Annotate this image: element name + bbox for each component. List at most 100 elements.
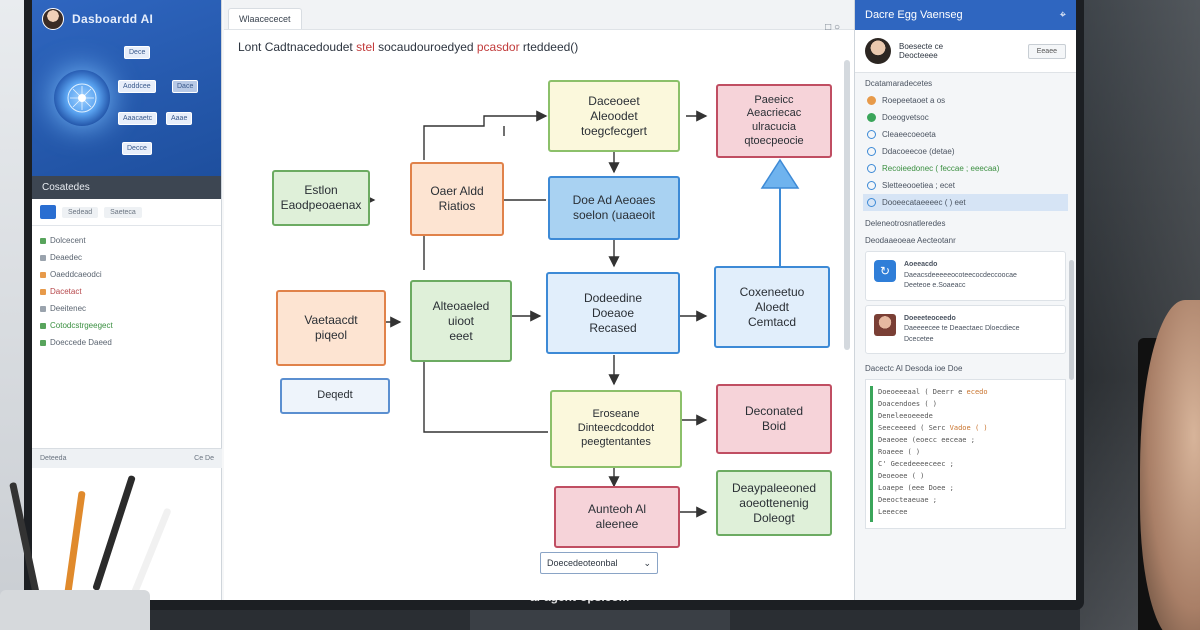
code-line: Deoeoee ( ) (878, 472, 925, 480)
file-tree: Dolcecent Deaedec Oaeddcaeodci Dacetact … (32, 226, 221, 357)
left-toolbar: Sedead Saeteca (32, 199, 221, 226)
refresh-icon: ↻ (874, 260, 896, 282)
node-response-handler[interactable]: Eroseane Dinteecdcoddot peegtentantes (550, 390, 682, 468)
code-line: Doacendoes ( ) (878, 400, 938, 408)
left-footer: Deteeda Ce De (32, 448, 222, 468)
list-item[interactable]: Doeogvetsoc (863, 109, 1068, 126)
list-item[interactable]: Roepeetaoet a os (863, 92, 1068, 109)
tree-item[interactable]: Cotodcstrgeegect (40, 317, 213, 334)
list-item[interactable]: Sletteeooetiea ; ecet (863, 177, 1068, 194)
node-validate[interactable]: Vaetaacdt piqeol (276, 290, 386, 366)
code-line: Seeceeeed ( Serc Vadoe ( ) (878, 424, 988, 432)
node-allocated[interactable]: Alteoaeled uioot eeet (410, 280, 512, 362)
left-sidebar: Dasboardd AI Dece Aoddcee Dace Aaacaetc … (32, 0, 222, 600)
canvas-window-icons[interactable]: □ ○ (825, 22, 840, 33)
card-body: Daeacsdeeeeeocoteecocdeccoocae Deeteoe e… (904, 271, 1017, 290)
canvas-dropdown[interactable]: Doecedeoteonbal ⌄ (540, 552, 658, 574)
mini-node[interactable]: Dece (124, 46, 151, 59)
brand-avatar (42, 8, 64, 30)
footer-controls[interactable]: Ce De (194, 455, 214, 462)
tree-item[interactable]: Dacetact (40, 283, 213, 300)
tree-item[interactable]: Deeitenec (40, 300, 213, 317)
tab-workflow[interactable]: Wlaacececet (228, 8, 302, 29)
mini-node[interactable]: Aaacaetc (118, 112, 158, 125)
canvas-scrollbar[interactable] (844, 60, 850, 350)
code-line: Roaeee ( ) (878, 448, 921, 456)
list-item[interactable]: Recoieedonec ( feccae ; eeecaa) (863, 160, 1068, 177)
code-line: Deaeoee (eoecc eeceae ; (878, 436, 975, 444)
status-icon (40, 254, 46, 261)
app-brand[interactable]: Dasboardd AI (32, 0, 221, 38)
avatar (874, 313, 896, 336)
activity-card[interactable]: Doeeeteoceedo Daeeeecee te Deaectaec Dlo… (865, 304, 1066, 354)
right-header: Dacre Egg Vaenseg ⌖ (855, 0, 1076, 30)
activity-card[interactable]: ↻ Aoeeacdo Daeacsdeeeeeocoteecocdeccooca… (865, 251, 1066, 301)
user-name: Boesecte ce Deocteeee (899, 42, 944, 60)
monitor-stand (470, 610, 730, 630)
tree-item[interactable]: Doeccede Daeed (40, 334, 213, 351)
code-line: Doeoeeeaal ( Deerr e ecedo (878, 388, 988, 396)
toolbar-chip[interactable]: Sedead (62, 206, 99, 218)
avatar[interactable] (865, 38, 891, 64)
mini-node[interactable]: Aoddcee (118, 80, 156, 93)
screen: Dasboardd AI Dece Aoddcee Dace Aaacaetc … (32, 0, 1076, 600)
node-deployment[interactable]: Deaypaleeoned aoeottenenig Doleogt (716, 470, 832, 536)
tree-item[interactable]: Oaeddcaeodci (40, 266, 213, 283)
code-line: Leeecee (878, 508, 908, 516)
status-icon (867, 198, 876, 207)
status-icon (40, 288, 46, 295)
new-item-button[interactable] (40, 205, 56, 219)
app-title: Dasboardd AI (72, 12, 154, 26)
node-connector[interactable]: Coxeneetuo Aloedt Cemtacd (714, 266, 830, 348)
card-body: Daeeeecee te Deaectaec Dloecdiece Dcecet… (904, 325, 1020, 343)
code-line: C' Gecedeeeeceec ; (878, 460, 954, 468)
diagram-canvas[interactable]: Wlaacececet □ ○ Lont Cadtnacedoudet stel… (224, 0, 854, 600)
status-icon (867, 147, 876, 156)
status-icon (40, 305, 46, 312)
status-icon (867, 164, 876, 173)
right-scrollbar[interactable] (1069, 260, 1074, 380)
status-icon (40, 271, 46, 278)
left-section-title: Cosatedes (32, 176, 221, 199)
pin-icon[interactable]: ⌖ (1059, 8, 1066, 21)
canvas-heading: Lont Cadtnacedoudet stel socaudouroedyed… (238, 40, 579, 54)
card-title: Aoeeacdo (904, 261, 938, 268)
node-decision[interactable]: Dodeedine Doeaoe Recased (546, 272, 680, 354)
tab-bar: Wlaacececet (224, 0, 854, 30)
tree-item[interactable]: Deaedec (40, 249, 213, 266)
monitor: Dasboardd AI Dece Aoddcee Dace Aaacaetc … (24, 0, 1084, 610)
code-line: Deeocteaeuae ; (878, 496, 938, 504)
tree-item[interactable]: Dolcecent (40, 232, 213, 249)
mini-node[interactable]: Dace (172, 80, 199, 93)
code-panel[interactable]: Doeoeeeaal ( Deerr e ecedo Doacendoes ( … (865, 379, 1066, 529)
status-icon (867, 96, 876, 105)
node-processing[interactable]: Paeeicc Aeacriecac ulracucia qtoecpeocie (716, 84, 832, 158)
node-api-access[interactable]: Doe Ad Aeoaes soelon (uaaeoit (548, 176, 680, 240)
node-start[interactable]: Estlon Eaodpeoaenax (272, 170, 370, 226)
list-item[interactable]: Ddacoeecoe (detae) (863, 143, 1068, 160)
node-auth-ai[interactable]: Aunteoh Al aleenee (554, 486, 680, 548)
footer-label: Deteeda (40, 455, 67, 462)
section-title: Dacectc Al Desoda ioe Doe (865, 364, 963, 373)
left-hero: Dasboardd AI Dece Aoddcee Dace Aaacaetc … (32, 0, 221, 176)
mini-node[interactable]: Aaae (166, 112, 193, 125)
toolbar-chip[interactable]: Saeteca (104, 206, 142, 218)
section-title: Deleneotrosnatleredes (865, 219, 946, 228)
node-user-add[interactable]: Oaer Aldd Riatios (410, 162, 504, 236)
dropdown-value: Doecedeoteonbal (547, 558, 618, 568)
right-header-title: Dacre Egg Vaenseg (865, 9, 963, 21)
section-title: Dcatamaradecetes (865, 79, 933, 88)
user-action-button[interactable]: Eeaee (1027, 43, 1066, 59)
mini-node[interactable]: Decce (122, 142, 152, 155)
code-line: Loaepe (eee Doee ; (878, 484, 954, 492)
list-item[interactable]: Cleaeecoeoeta (863, 126, 1068, 143)
code-line: Deneleeoeeede (878, 412, 933, 420)
list-item-selected[interactable]: Dooeecataeeeec ( ) eet (863, 194, 1068, 211)
status-icon (867, 181, 876, 190)
status-icon (40, 322, 46, 329)
node-request[interactable]: Deqedt (280, 378, 390, 414)
node-decorated[interactable]: Deconated Boid (716, 384, 832, 454)
node-document-agent[interactable]: Daceoeet Aleoodet toegcfecgert (548, 80, 680, 152)
status-icon (40, 339, 46, 346)
status-icon (867, 130, 876, 139)
